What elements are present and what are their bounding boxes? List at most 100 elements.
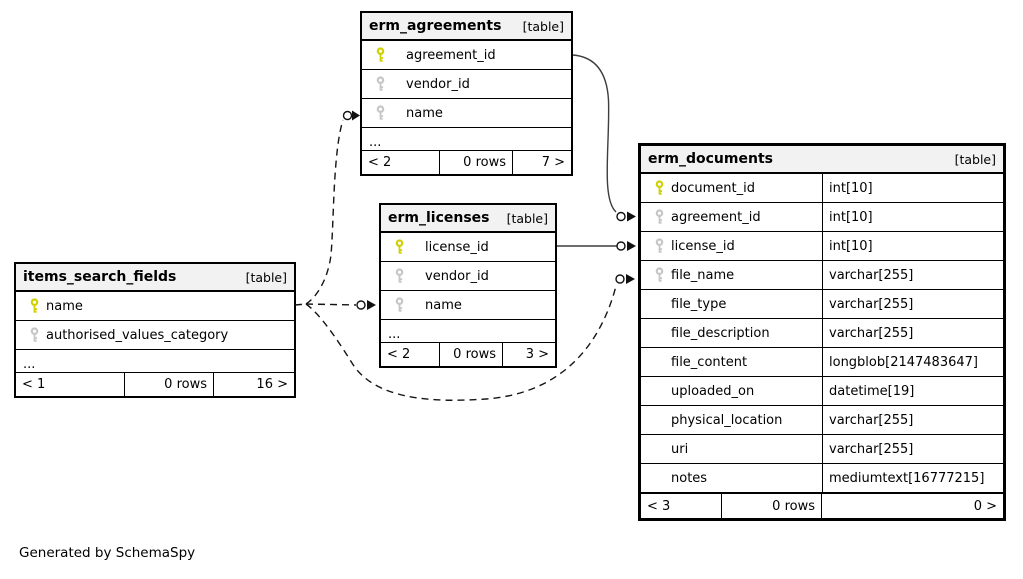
- column-row: physical_location varchar[255]: [641, 406, 1003, 435]
- cardinality-circle: [342, 110, 353, 121]
- table-name: items_search_fields: [23, 269, 177, 285]
- column-type: varchar[255]: [822, 406, 1003, 434]
- table-items-search-fields[interactable]: items_search_fields [table] name authori…: [14, 262, 296, 398]
- column-type: int[10]: [822, 232, 1003, 260]
- footer-next-count: 16 >: [256, 377, 288, 392]
- column-name: file_name: [671, 267, 735, 283]
- footer-prev-count: < 2: [387, 347, 411, 362]
- column-row: license_id int[10]: [641, 232, 1003, 261]
- column-row: file_content longblob[2147483647]: [641, 348, 1003, 377]
- column-name: notes: [671, 470, 708, 486]
- table-header: items_search_fields [table]: [16, 264, 294, 292]
- table-erm-licenses[interactable]: erm_licenses [table] license_id vendor_i…: [379, 203, 557, 368]
- footer-row-count: 0 rows: [439, 151, 513, 174]
- table-tag: [table]: [954, 151, 996, 167]
- column-name: authorised_values_category: [46, 327, 229, 343]
- footer-next-count: 0 >: [973, 498, 997, 514]
- table-name: erm_licenses: [388, 210, 490, 226]
- index-key-icon: [375, 105, 386, 121]
- index-key-icon: [654, 209, 665, 225]
- column-name: file_description: [671, 325, 770, 341]
- column-row: vendor_id: [362, 70, 571, 99]
- table-name: erm_documents: [648, 151, 773, 167]
- column-type: mediumtext[16777215]: [822, 464, 1003, 492]
- arrowhead-icon: [626, 274, 635, 284]
- table-footer: < 2 0 rows 3 >: [381, 343, 555, 366]
- footer-next-count: 7 >: [541, 155, 565, 170]
- table-tag: [table]: [522, 18, 564, 34]
- primary-key-icon: [375, 47, 386, 63]
- cardinality-circle: [616, 211, 626, 222]
- column-row: file_type varchar[255]: [641, 290, 1003, 319]
- table-footer: < 1 0 rows 16 >: [16, 373, 294, 396]
- index-key-icon: [375, 76, 386, 92]
- generated-by-label: Generated by SchemaSpy: [19, 545, 196, 561]
- table-erm-documents[interactable]: erm_documents [table] document_id int[10…: [638, 143, 1006, 521]
- arrowhead-icon: [367, 300, 376, 310]
- table-footer: < 2 0 rows 7 >: [362, 151, 571, 174]
- arrowhead-icon: [627, 241, 636, 251]
- column-type: int[10]: [822, 203, 1003, 231]
- column-type: varchar[255]: [822, 261, 1003, 289]
- column-name: document_id: [671, 180, 755, 196]
- column-row: file_description varchar[255]: [641, 319, 1003, 348]
- column-name: name: [46, 298, 83, 314]
- column-type: int[10]: [822, 174, 1003, 202]
- index-key-icon: [654, 267, 665, 283]
- column-row: uri varchar[255]: [641, 435, 1003, 464]
- footer-prev-count: < 3: [647, 498, 671, 514]
- column-name: name: [425, 297, 462, 313]
- column-row: agreement_id int[10]: [641, 203, 1003, 232]
- column-row: name: [381, 291, 555, 320]
- column-name: uri: [671, 441, 689, 457]
- column-name: agreement_id: [406, 47, 496, 63]
- ellipsis-row: ...: [362, 128, 571, 151]
- index-key-icon: [394, 268, 405, 284]
- column-name: name: [406, 105, 443, 121]
- column-row: agreement_id: [362, 41, 571, 70]
- column-row: authorised_values_category: [16, 321, 294, 350]
- table-tag: [table]: [506, 210, 548, 226]
- cardinality-circle: [615, 274, 625, 284]
- column-row: uploaded_on datetime[19]: [641, 377, 1003, 406]
- footer-row-count: 0 rows: [721, 494, 822, 518]
- column-row: notes mediumtext[16777215]: [641, 464, 1003, 493]
- table-name: erm_agreements: [369, 18, 502, 34]
- column-row: file_name varchar[255]: [641, 261, 1003, 290]
- primary-key-icon: [654, 180, 665, 196]
- footer-prev-count: < 2: [368, 155, 392, 170]
- ellipsis-row: ...: [381, 320, 555, 343]
- arrowhead-icon: [352, 110, 360, 121]
- footer-next-count: 3 >: [525, 347, 549, 362]
- column-name: license_id: [425, 239, 489, 255]
- fk-line-agreements-to-documents: [572, 54, 636, 222]
- column-name: vendor_id: [406, 76, 470, 92]
- table-header: erm_agreements [table]: [362, 13, 571, 41]
- column-name: agreement_id: [671, 209, 761, 225]
- primary-key-icon: [29, 298, 40, 314]
- column-name: file_content: [671, 354, 748, 370]
- index-key-icon: [654, 238, 665, 254]
- column-row: document_id int[10]: [641, 174, 1003, 203]
- column-row: name: [362, 99, 571, 128]
- cardinality-circle: [616, 241, 626, 251]
- column-row: license_id: [381, 233, 555, 262]
- table-tag: [table]: [245, 269, 287, 285]
- column-type: varchar[255]: [822, 319, 1003, 347]
- footer-prev-count: < 1: [22, 377, 46, 392]
- column-name: license_id: [671, 238, 735, 254]
- ellipsis-row: ...: [16, 350, 294, 373]
- table-erm-agreements[interactable]: erm_agreements [table] agreement_id vend…: [360, 11, 573, 176]
- cardinality-circle: [356, 300, 366, 310]
- column-row: vendor_id: [381, 262, 555, 291]
- column-name: physical_location: [671, 412, 783, 428]
- primary-key-icon: [394, 239, 405, 255]
- column-name: uploaded_on: [671, 383, 755, 399]
- table-header: erm_licenses [table]: [381, 205, 555, 233]
- column-name: vendor_id: [425, 268, 489, 284]
- column-type: datetime[19]: [822, 377, 1003, 405]
- index-key-icon: [394, 297, 405, 313]
- index-key-icon: [29, 327, 40, 343]
- footer-row-count: 0 rows: [124, 373, 214, 396]
